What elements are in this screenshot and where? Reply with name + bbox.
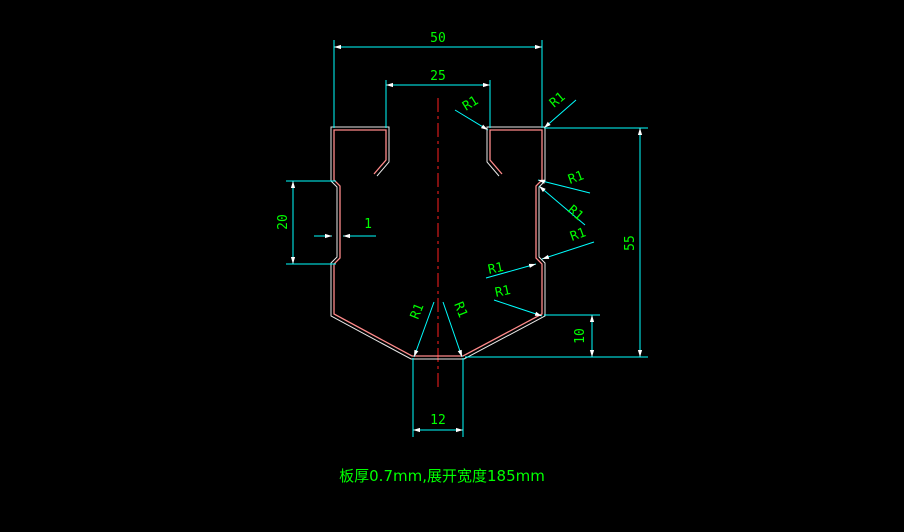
dimension-label-chamfer-height: 10	[573, 328, 588, 344]
dimension-label-bottom-width: 12	[430, 413, 446, 428]
radius-label-4: R1	[564, 203, 586, 225]
sheet-note: 板厚0.7mm,展开宽度185mm	[339, 467, 545, 485]
radius-label-1: R1	[460, 93, 481, 114]
radius-leader-1: R1	[454, 93, 489, 131]
radius-label-8: R1	[408, 301, 428, 321]
radius-label-7: R1	[494, 283, 512, 301]
radius-leader-9: R1	[442, 300, 470, 358]
radius-leader-6: R1	[485, 260, 537, 279]
radius-label-9: R1	[450, 300, 470, 320]
dimension-bottom-width: 12	[412, 358, 464, 437]
dimension-label-recess-depth: 1	[364, 217, 372, 232]
radius-leader-2: R1	[543, 90, 577, 129]
radius-leader-4: R1	[538, 185, 586, 226]
dimension-recess-depth: 1	[314, 217, 376, 239]
radius-leader-7: R1	[494, 283, 543, 317]
radius-label-2: R1	[547, 90, 569, 112]
radius-leader-8: R1	[408, 301, 435, 358]
dimension-height: 55	[465, 127, 648, 358]
radius-label-6: R1	[487, 260, 505, 278]
dimension-label-height: 55	[623, 235, 638, 251]
profile-inner-outline	[330, 126, 546, 360]
radius-label-3: R1	[566, 168, 586, 187]
radius-leader-5: R1	[541, 225, 595, 260]
dimension-label-opening-width: 25	[430, 69, 446, 84]
dimension-side-recess: 20	[276, 180, 336, 265]
dimension-overall-width: 50	[333, 31, 543, 128]
dimension-chamfer-height: 10	[544, 314, 600, 357]
dimension-opening-width: 25	[385, 69, 491, 128]
dimension-label-side-recess: 20	[276, 214, 291, 230]
dimension-label-overall-width: 50	[430, 31, 446, 46]
radius-leader-3: R1	[537, 168, 591, 194]
profile-outline	[333, 129, 543, 357]
radius-label-5: R1	[568, 225, 588, 244]
